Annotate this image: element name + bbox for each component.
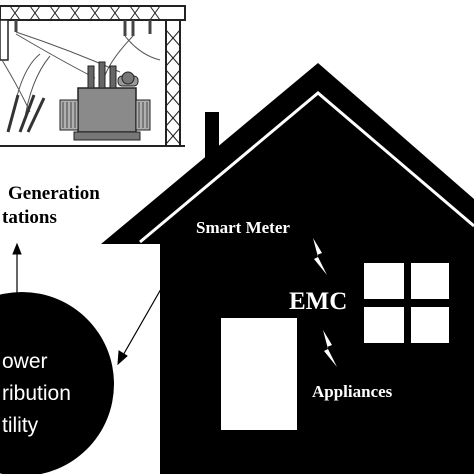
- substation-illustration: [0, 5, 186, 147]
- smart-meter-label: Smart Meter: [196, 218, 290, 237]
- generation-label-line2: tations: [2, 207, 57, 228]
- house-window: [364, 263, 449, 343]
- utility-label-line2: ribution: [2, 382, 71, 405]
- house-chimney: [205, 112, 219, 160]
- house-door: [221, 318, 297, 430]
- generation-label-line1: Generation: [8, 183, 100, 204]
- utility-house-arrow: [121, 281, 166, 358]
- house-roof-outline: [139, 91, 474, 244]
- arrowhead-down-left-icon: [117, 350, 128, 366]
- utility-label-line3: tility: [2, 414, 39, 437]
- arrowhead-up-icon: [12, 242, 22, 255]
- appliances-label: Appliances: [312, 382, 393, 401]
- utility-circle: [0, 292, 114, 474]
- lightning-bolt-icon: [323, 330, 337, 367]
- house: [101, 63, 474, 474]
- emc-label: EMC: [289, 288, 348, 315]
- lightning-bolt-icon: [313, 238, 327, 275]
- utility-label-line1: ower: [2, 350, 48, 373]
- house-silhouette: [101, 63, 474, 474]
